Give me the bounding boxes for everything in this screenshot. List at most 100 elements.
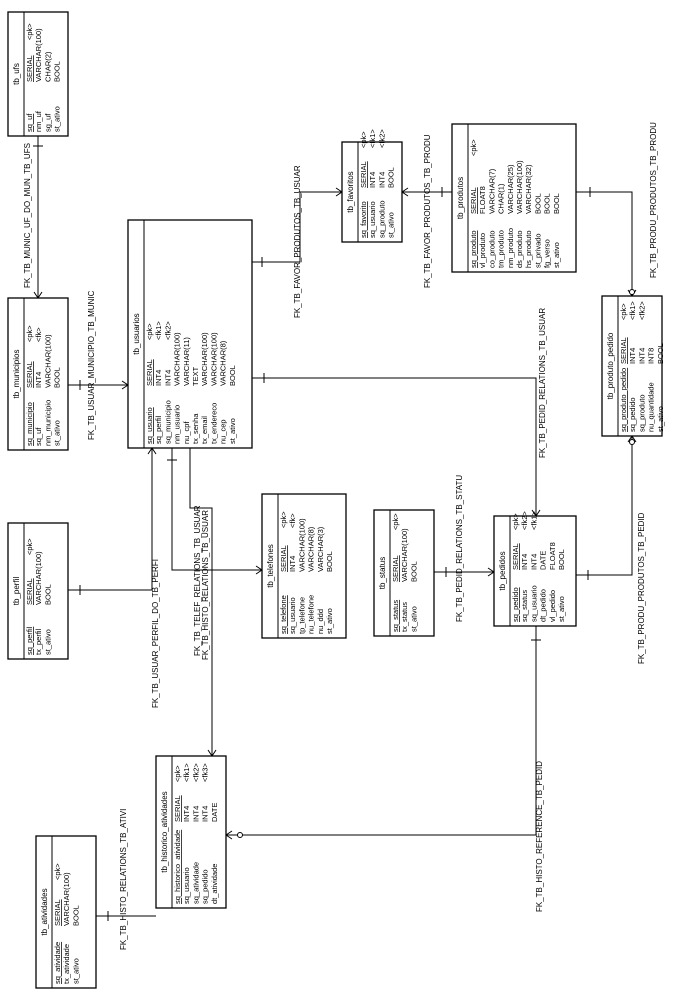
col-type: SERIAL <box>511 543 520 570</box>
col-type: VARCHAR(100) <box>173 332 182 386</box>
relationship-labels: FK_TB_MUNIC_UF_DO_MUN_TB_UFS FK_TB_USUAR_… <box>23 122 658 950</box>
col-type: VARCHAR(32) <box>524 164 533 214</box>
col-name: sq_usuario <box>368 201 377 238</box>
col-type: VARCHAR(100) <box>200 332 209 386</box>
col-key: <pk> <box>469 139 478 156</box>
col-key: <pk> <box>25 538 34 555</box>
optional-marker <box>237 832 243 838</box>
entity-tables: tb_ufssq_ufSERIAL<pk>nm_ufVARCHAR(100)sg… <box>7 11 665 989</box>
col-name: sq_produto <box>637 394 646 432</box>
col-name: st_ativo <box>656 406 665 432</box>
col-key: <fk2> <box>637 301 646 320</box>
col-name: st_ativo <box>387 212 396 238</box>
col-name: st_ativo <box>53 106 62 132</box>
col-name: co_produto <box>487 230 496 268</box>
col-key: <pk> <box>173 765 182 782</box>
col-name: st_ativo <box>43 629 52 655</box>
col-name: dt_pedido <box>539 589 548 622</box>
crows-foot-marker <box>33 291 43 299</box>
col-name: nu_telefone <box>307 595 316 634</box>
table-produtos: tb_produtossq_produtoSERIAL<pk>vl_produt… <box>451 123 577 273</box>
col-name: sq_atividade <box>191 862 200 904</box>
col-key: <fk1> <box>368 129 377 148</box>
col-name: st_ativo <box>325 608 334 634</box>
table-pedidos: tb_pedidossq_pedidoSERIAL<pk>sq_statusIN… <box>493 511 577 627</box>
col-type: INT4 <box>182 806 191 822</box>
relationship-label: FK_TB_PRODU_PRODUTOS_TB_PEDID <box>637 512 646 664</box>
col-type: VARCHAR(7) <box>487 168 496 214</box>
col-type: SERIAL <box>279 545 288 572</box>
optional-marker <box>629 289 635 295</box>
table-municipios: tb_municipiossq_municipioSERIAL<pk>sq_uf… <box>7 297 69 451</box>
crows-foot-marker <box>121 380 129 390</box>
crows-foot-marker <box>255 565 263 575</box>
relationship-line-telef-usuar <box>171 448 262 571</box>
col-name: vl_pedido <box>548 590 557 622</box>
col-key: <fk1> <box>154 321 163 340</box>
col-type: INT4 <box>529 554 538 570</box>
col-name: tx_atividade <box>62 944 71 984</box>
col-name: tm_produto <box>497 230 506 268</box>
col-type: VARCHAR(100) <box>34 551 43 605</box>
col-name: sg_uf <box>43 113 52 132</box>
col-type: SERIAL <box>173 795 182 822</box>
col-name: sq_uf <box>34 427 43 446</box>
col-type: DATE <box>210 803 219 822</box>
col-type: DATE <box>539 551 548 570</box>
col-key: <fk> <box>34 327 43 342</box>
col-type: INT4 <box>154 370 163 386</box>
col-type: SERIAL <box>469 187 478 214</box>
crows-foot-marker <box>401 187 409 197</box>
col-name: sq_telefone <box>279 595 288 634</box>
col-type: VARCHAR(100) <box>515 160 524 214</box>
col-type: BOOL <box>43 584 52 605</box>
col-type: INT8 <box>647 348 656 364</box>
table-title: tb_favoritos <box>346 171 355 212</box>
relationship-line-usuar-perfi <box>68 448 153 591</box>
col-name: sq_status <box>520 590 529 622</box>
crows-foot-marker <box>487 567 495 577</box>
col-name: nu_quantidade <box>647 382 656 432</box>
col-type: INT4 <box>377 172 386 188</box>
col-type: BOOL <box>552 193 561 214</box>
col-name: sq_municipio <box>25 402 34 446</box>
col-name: sq_municipio <box>163 400 172 444</box>
col-type: VARCHAR(100) <box>209 332 218 386</box>
col-type: BOOL <box>53 367 62 388</box>
col-type: BOOL <box>543 193 552 214</box>
relationship-label: FK_TB_MUNIC_UF_DO_MUN_TB_UFS <box>23 143 32 288</box>
col-name: sq_favorito <box>359 201 368 238</box>
table-title: tb_telefones <box>266 544 275 588</box>
col-type: CHAR(2) <box>43 51 52 82</box>
col-name: sq_perfil <box>25 626 34 655</box>
relationship-line-histo-pedid <box>226 626 537 836</box>
col-key: <pk> <box>279 511 288 528</box>
relationship-line-histo-usuar <box>189 448 213 756</box>
col-type: VARCHAR(25) <box>506 164 515 214</box>
relationship-label: FK_TB_HISTO_RELATIONS_TB_ATIVI <box>119 809 128 950</box>
col-name: st_ativo <box>552 242 561 268</box>
col-name: nm_uf <box>34 110 43 132</box>
relationship-line-pedid-usuar <box>252 377 537 516</box>
table-title: tb_status <box>378 557 387 589</box>
relationship-line-produ-produ <box>576 191 633 296</box>
col-name: sq_pedido <box>628 397 637 432</box>
relationship-line-favor-usuar <box>252 191 342 263</box>
col-name: st_ativo <box>71 958 80 984</box>
col-name: st_ativo <box>557 596 566 622</box>
col-key: <pk> <box>619 303 628 320</box>
col-name: sq_usuario <box>288 597 297 634</box>
relationship-label: FK_TB_FAVOR_PRODUTOS_TB_USUAR <box>293 165 302 318</box>
col-type: INT4 <box>288 556 297 572</box>
table-title: tb_historico_atividades <box>160 791 169 872</box>
col-type: SERIAL <box>391 555 400 582</box>
col-type: INT4 <box>34 372 43 388</box>
table-title: tb_produtos <box>456 177 465 219</box>
col-name: vl_produto <box>478 233 487 268</box>
table-status: tb_statussq_statusSERIAL<pk>tx_statusVAR… <box>373 509 435 637</box>
col-key: <fk1> <box>182 763 191 782</box>
col-type: VARCHAR(100) <box>400 528 409 582</box>
relationship-label: FK_TB_USUAR_MUNICIPIO_TB_MUNIC <box>87 290 96 440</box>
